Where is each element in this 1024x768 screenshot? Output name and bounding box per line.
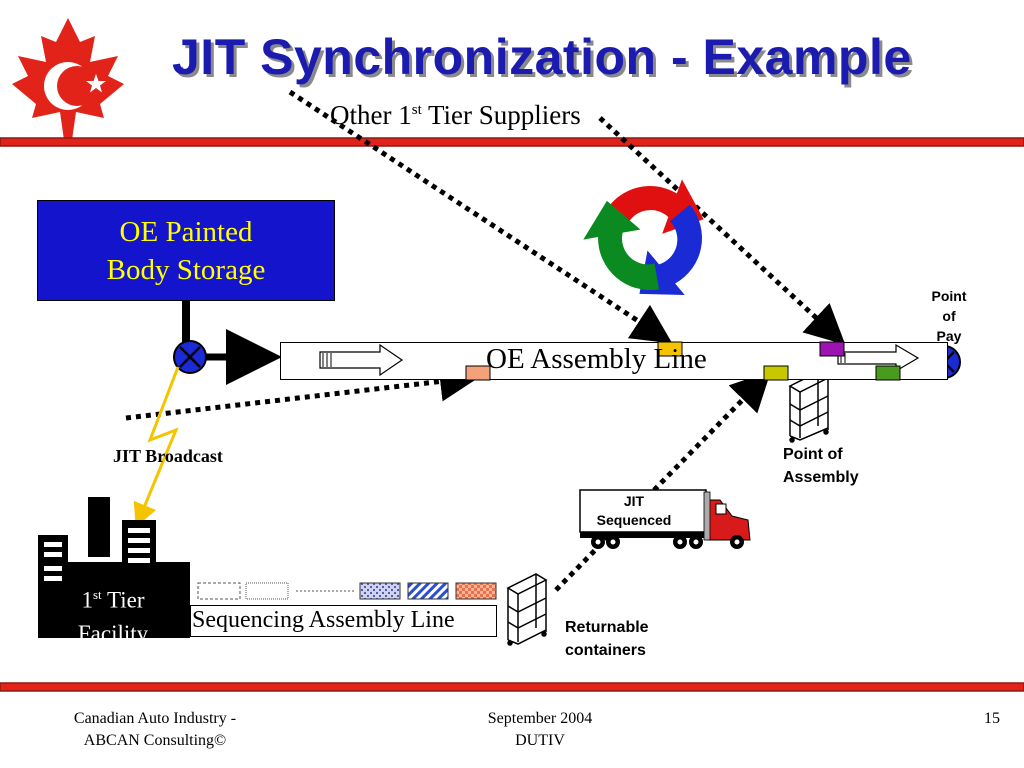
truck-icon — [579, 489, 751, 549]
suppliers-label: Other 1st Tier Suppliers — [330, 100, 581, 131]
broadcast-bolt — [133, 366, 180, 528]
supplier-arrow-1 — [288, 89, 673, 344]
footer-rule — [0, 682, 1024, 692]
storage-line2: Body Storage — [106, 254, 266, 286]
footer-center-line1: September 2004 — [487, 710, 593, 727]
point-of-pay-label: Point of Pay — [920, 286, 978, 346]
sequence-part — [359, 582, 401, 600]
returnable-line1: Returnable — [565, 619, 649, 636]
header-rule — [0, 137, 1024, 147]
footer-center-line2: DUTIV — [515, 732, 565, 749]
factory-icon — [38, 497, 190, 638]
returnable-containers-label: Returnable containers — [565, 616, 649, 662]
storage-line1: OE Painted — [119, 216, 253, 248]
suppliers-label-prefix: Other 1 — [330, 100, 412, 130]
returnable-line2: containers — [565, 642, 646, 659]
sequence-part — [197, 582, 241, 600]
facility-line1-prefix: 1 — [81, 587, 93, 613]
slide-title: JIT Synchronization - Example — [172, 29, 912, 85]
facility-line1-suffix: Tier — [101, 587, 145, 613]
sequence-part — [407, 582, 449, 600]
part-marker-olive — [763, 365, 789, 381]
point-of-pay-line1: Point — [931, 288, 967, 304]
point-of-assembly-line2: Assembly — [783, 469, 859, 486]
facility-line1: 1st Tier — [48, 578, 178, 617]
broadcast-supply-arrow — [125, 361, 480, 421]
storage-connector — [182, 301, 190, 343]
footer-center: September 2004 DUTIV — [440, 708, 640, 752]
page-number: 15 — [984, 710, 1000, 727]
footer-left-line2: ABCAN Consulting© — [83, 732, 227, 749]
supplier-arrow-2 — [598, 116, 846, 345]
part-marker-yellow — [657, 341, 683, 357]
sequence-part — [245, 582, 289, 600]
maple-leaf-crescent-logo-icon — [12, 18, 124, 140]
point-of-assembly-line1: Point of — [783, 446, 843, 463]
jit-broadcast-label: JIT Broadcast — [113, 446, 223, 466]
flow-arrow-icon — [319, 343, 404, 377]
sequence-part — [455, 582, 497, 600]
facility-line2: Facility — [77, 620, 149, 646]
assembly-line-label: OE Assembly Line — [486, 343, 707, 375]
jit-sequenced-line2: Sequenced — [596, 512, 672, 528]
part-marker-purple — [819, 341, 845, 357]
suppliers-label-suffix: Tier Suppliers — [421, 100, 581, 130]
sequencing-line-box — [190, 605, 497, 637]
sequencing-line-label: Sequencing Assembly Line — [192, 607, 455, 633]
x-circle-node-icon — [173, 340, 207, 374]
three-arrow-cycle-icon — [583, 179, 704, 295]
oe-painted-body-storage: OE Painted Body Storage — [37, 200, 335, 301]
point-of-assembly-label: Point of Assembly — [783, 443, 859, 489]
returnable-container-rack-icon — [506, 573, 548, 646]
facility-line1-sup: st — [92, 587, 102, 602]
tier-facility-label: 1st Tier Facility — [48, 578, 178, 650]
footer-left: Canadian Auto Industry - ABCAN Consultin… — [40, 708, 270, 752]
jit-sequenced-label: JIT Sequenced — [582, 492, 686, 530]
part-marker-green — [875, 365, 901, 381]
suppliers-label-sup: st — [411, 102, 422, 118]
footer-left-line1: Canadian Auto Industry - — [73, 710, 237, 727]
flow-arrow-icon — [837, 343, 920, 373]
jit-sequenced-line1: JIT — [623, 493, 645, 509]
part-marker-salmon — [465, 365, 491, 381]
point-of-pay-line3: Pay — [936, 328, 962, 344]
point-of-pay-line2: of — [942, 308, 956, 324]
